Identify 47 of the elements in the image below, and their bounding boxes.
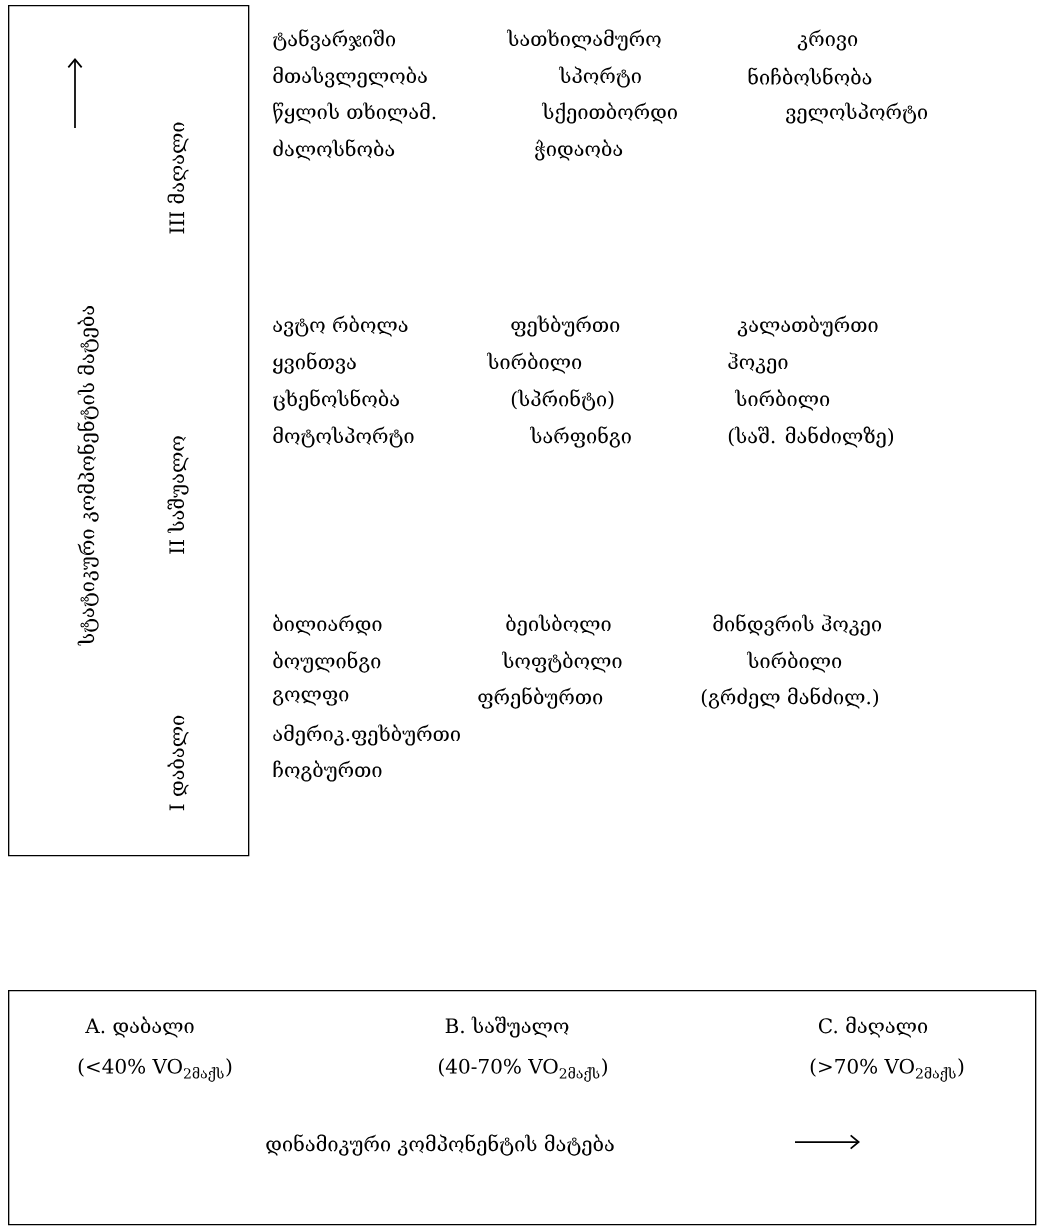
level-label: (<40% VO$_{2მაქს}$) bbox=[78, 1058, 232, 1082]
level-label: (>70% VO$_{2მაქს}$) bbox=[810, 1058, 964, 1082]
sport-label: ამერიკ.ფეხბურთი bbox=[273, 724, 460, 746]
sport-label: კალათბურთი bbox=[737, 315, 878, 337]
sport-label: (სპრინტი) bbox=[511, 389, 614, 411]
sport-label: გოლფი bbox=[273, 690, 349, 706]
vertical-axis-label: სტატიკური კომპონენტის მატება bbox=[77, 305, 99, 646]
level-label: A. დაბალი bbox=[85, 1016, 194, 1038]
sport-label: მთასვლელობა bbox=[273, 66, 427, 88]
axis-label: დინამიკური კომპონენტის მატება bbox=[266, 1134, 614, 1156]
sport-label: სირბილი bbox=[747, 651, 842, 673]
sport-label: ჭიდაობა bbox=[535, 139, 623, 161]
sport-label: სქეითბორდი bbox=[542, 102, 677, 124]
sport-label: ნიჩბოსნობა bbox=[748, 67, 872, 87]
sport-label: ბილიარდი bbox=[273, 614, 382, 636]
level-label: (40-70% VO$_{2მაქს}$) bbox=[439, 1058, 607, 1082]
sport-label: მოტოსპორტი bbox=[273, 426, 414, 448]
sport-label: ბეისბოლი bbox=[506, 614, 611, 636]
sport-label: სირბილი bbox=[735, 389, 830, 411]
level-label: C. მაღალი bbox=[818, 1016, 928, 1038]
sport-label: სირბილი bbox=[487, 352, 582, 374]
sport-label: (გრძელ მანძილ.) bbox=[701, 687, 879, 709]
sport-label: ფეხბურთი bbox=[511, 315, 620, 337]
sport-label: სპორტი bbox=[559, 66, 641, 88]
level-label: III მაღალი bbox=[167, 122, 189, 234]
sport-label: მინდვრის ჰოკეი bbox=[713, 614, 882, 636]
level-label: I დაბალი bbox=[167, 715, 189, 811]
sport-label: ტანვარჯიში bbox=[273, 29, 396, 51]
sport-label: კრივი bbox=[797, 29, 858, 51]
sport-label: ჰოკეი bbox=[728, 352, 788, 374]
level-label: B. საშუალო bbox=[445, 1016, 569, 1038]
sport-label: წყლის თხილამ. bbox=[273, 102, 436, 124]
sport-label: ავტო რბოლა bbox=[273, 315, 408, 337]
sport-label: ფრენბურთი bbox=[478, 687, 603, 709]
sport-label: ველოსპორტი bbox=[786, 102, 928, 124]
sport-label: ბოულინგი bbox=[273, 651, 381, 673]
sport-label: ჩოგბურთი bbox=[273, 760, 382, 782]
level-label: II საშუალო bbox=[167, 436, 189, 554]
sport-label: სოფტბოლი bbox=[502, 651, 622, 673]
panel-box bbox=[8, 990, 1037, 1226]
sport-label: სარფინგი bbox=[530, 426, 631, 448]
sport-label: ყვინთვა bbox=[273, 352, 356, 374]
sport-label: ძალოსნობა bbox=[273, 139, 395, 161]
sport-label: ცხენოსნობა bbox=[273, 389, 399, 411]
sport-label: (საშ. მანძილზე) bbox=[728, 426, 894, 448]
panel-box bbox=[8, 5, 250, 857]
sport-label: სათხილამურო bbox=[507, 29, 661, 51]
